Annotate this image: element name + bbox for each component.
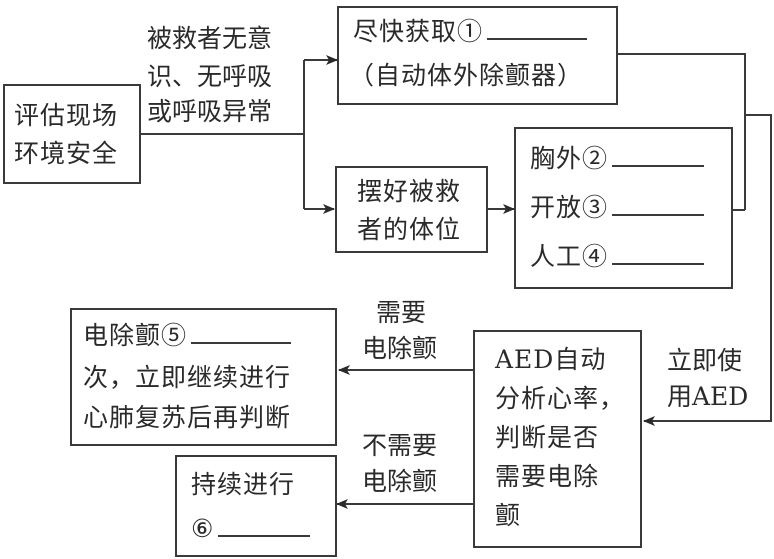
answer-blank-3[interactable] (612, 210, 705, 216)
node-position-patient: 摆好被救 者的体位 (335, 166, 488, 253)
cpr-item-2-label: 开放③ (530, 193, 609, 222)
node-defib-line-1: 电除颤⑤ (83, 318, 292, 353)
edge-label-no-defib-line-2: 电除颤 (362, 467, 438, 496)
node-get-aed: 尽快获取① （自动体外除颤器） (337, 6, 618, 105)
node-defibrillate: 电除颤⑤ 次，立即继续进行 心肺复苏后再判断 (70, 308, 337, 446)
defib-prompt: 电除颤⑤ (83, 321, 188, 350)
edge-label-no-defib-line-1: 不需要 (362, 431, 438, 460)
answer-blank-4[interactable] (612, 259, 705, 265)
node-continue-line-1: 持续进行 (191, 470, 296, 499)
edge-label-condition-line-2: 识、无呼吸 (147, 62, 273, 91)
continue-prompt: ⑥ (191, 514, 215, 543)
edge-label-use-aed-line-1: 立即使 (667, 346, 743, 375)
answer-blank-1[interactable] (487, 34, 588, 40)
node-assess-scene-safety: 评估现场 环境安全 (3, 84, 141, 184)
node-defib-line-3: 心肺复苏后再判断 (83, 403, 292, 432)
edge-label-need-defib-line-2: 电除颤 (362, 334, 438, 363)
answer-blank-5[interactable] (191, 338, 292, 344)
edge-label-condition-line-1: 被救者无意 (147, 24, 273, 53)
cpr-item-3: 人工④ (530, 239, 705, 274)
cpr-item-3-label: 人工④ (530, 242, 609, 271)
node-aed-line-2: 分析心率， (495, 384, 626, 413)
node-defib-line-2: 次，立即继续进行 (83, 363, 292, 392)
edge-label-use-aed-line-2: 用AED (667, 382, 749, 411)
edge-label-need-defib-line-1: 需要 (376, 298, 427, 327)
node-position-line-1: 摆好被救 (357, 177, 462, 206)
node-aed-line-4: 需要电除 (495, 462, 600, 491)
node-aed-line-5: 颤 (495, 501, 522, 530)
edge-get-aed-merge (616, 53, 746, 210)
node-continue-line-2: ⑥ (191, 511, 311, 546)
node-get-aed-line-2: （自动体外除颤器） (349, 61, 584, 90)
node-cpr-steps: 胸外② 开放③ 人工④ (514, 127, 733, 289)
node-position-line-2: 者的体位 (357, 215, 462, 244)
answer-blank-2[interactable] (612, 161, 705, 167)
node-aed-line-3: 判断是否 (495, 423, 600, 452)
node-assess-line-2: 环境安全 (14, 139, 119, 168)
cpr-item-2: 开放③ (530, 190, 705, 225)
node-assess-line-1: 评估现场 (14, 101, 119, 130)
node-aed-line-1: AED自动 (495, 345, 607, 374)
get-aed-prompt: 尽快获取① (353, 17, 484, 46)
cpr-item-1: 胸外② (530, 141, 705, 176)
node-continue-cpr: 持续进行 ⑥ (175, 455, 337, 557)
edge-label-condition-line-3: 或呼吸异常 (147, 97, 273, 126)
answer-blank-6[interactable] (218, 531, 311, 537)
node-aed-analyze: AED自动 分析心率， 判断是否 需要电除 颤 (473, 330, 642, 548)
cpr-item-1-label: 胸外② (530, 144, 609, 173)
edge-merge-to-aed (643, 114, 772, 426)
node-get-aed-line-1: 尽快获取① (353, 14, 588, 49)
